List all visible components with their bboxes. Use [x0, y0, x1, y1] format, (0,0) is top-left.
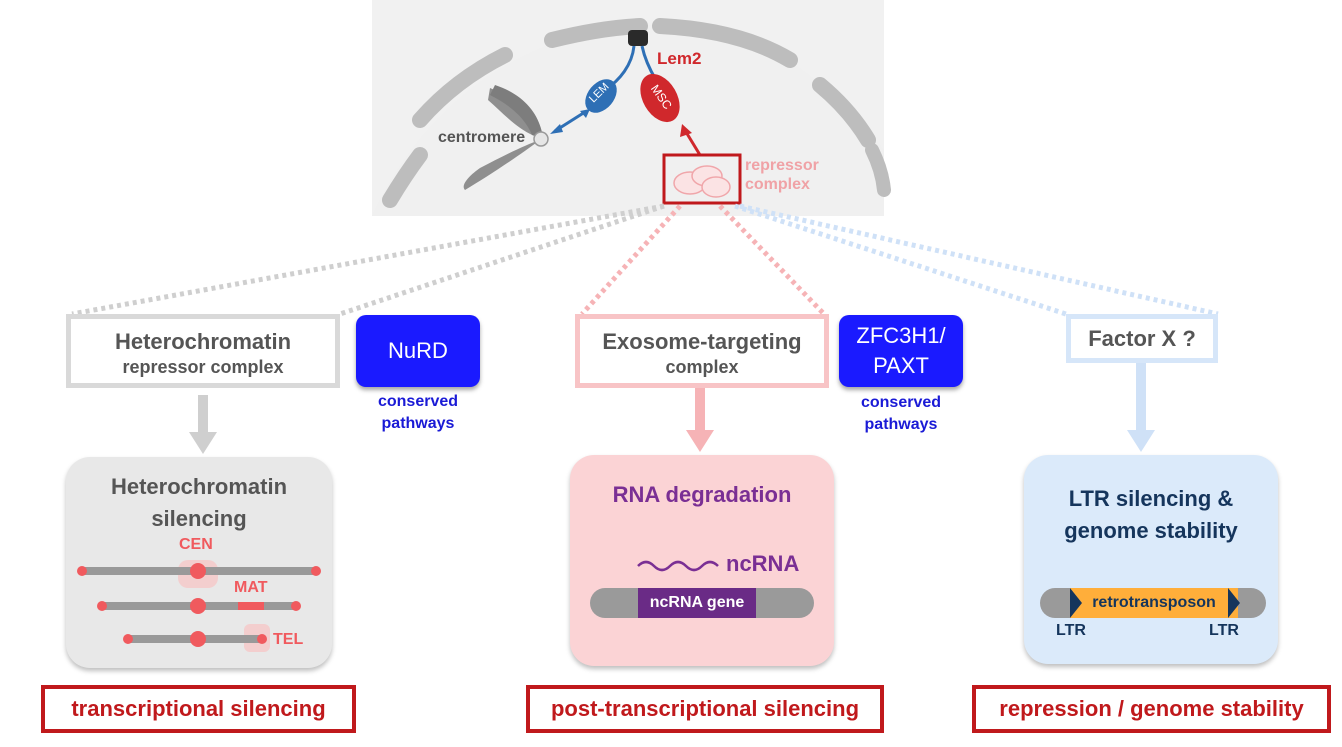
etc-line-1: Exosome-targeting: [602, 329, 802, 354]
post-transcriptional-silencing-box: post-transcriptional silencing: [526, 685, 884, 733]
repressor-complex-label: repressor complex: [745, 156, 819, 194]
centromere-label: centromere: [438, 129, 526, 146]
hs-title-1: Heterochromatin: [110, 474, 288, 499]
hs-title-2: silencing: [151, 506, 247, 531]
ncrna-label: ncRNA: [726, 551, 800, 576]
heterochromatin-repressor-box: Heterochromatin repressor complex: [66, 314, 340, 388]
exosome-targeting-box: Exosome-targeting complex: [575, 314, 829, 388]
cen-label: CEN: [179, 536, 213, 553]
zfc3h1-paxt-box: ZFC3H1/ PAXT: [839, 315, 963, 387]
etc-line-2: complex: [665, 357, 739, 377]
mat-label: MAT: [234, 579, 268, 596]
hrc-line-1: Heterochromatin: [114, 329, 292, 354]
ncrna-gene-label: ncRNA gene: [649, 594, 745, 611]
paxt-line: PAXT: [873, 353, 929, 378]
retrotransposon-illustration: [1040, 588, 1266, 618]
zfc3h1-line: ZFC3H1/: [856, 323, 946, 348]
ltr-title-1: LTR silencing &: [1068, 486, 1234, 511]
connector-lines: [71, 203, 1219, 317]
repressor-line-1: repressor: [745, 157, 819, 174]
ltr-title-2: genome stability: [1064, 518, 1238, 543]
down-arrows: [189, 361, 1155, 454]
rna-degradation-panel: RNA degradation: [570, 455, 834, 666]
repression-genome-stability-box: repression / genome stability: [972, 685, 1331, 733]
left-conserved-line-1: conserved: [377, 393, 459, 410]
left-conserved-line-2: pathways: [381, 415, 455, 432]
left-conserved-pathways: conserved pathways: [356, 391, 480, 435]
lem2-label: Lem2: [657, 49, 702, 68]
rna-degradation-title: RNA degradation: [612, 482, 792, 507]
retrotransposon-label: retrotransposon: [1092, 594, 1216, 611]
chromosome-tracks: [77, 560, 321, 652]
ltr-right-label: LTR: [1209, 622, 1239, 639]
factor-x-box: Factor X ?: [1066, 314, 1218, 363]
nurd-box: NuRD: [356, 315, 480, 387]
tel-label: TEL: [273, 631, 304, 648]
transcriptional-silencing-box: transcriptional silencing: [41, 685, 356, 733]
nucleus-illustration: [372, 0, 891, 216]
ltr-left-label: LTR: [1056, 622, 1086, 639]
repressor-line-2: complex: [745, 176, 810, 193]
ncrna-illustration: [590, 560, 814, 618]
middle-conserved-line-1: conserved: [860, 394, 942, 411]
hrc-line-2: repressor complex: [122, 357, 284, 377]
middle-conserved-pathways: conserved pathways: [839, 392, 963, 436]
middle-conserved-line-2: pathways: [864, 416, 938, 433]
ltr-silencing-panel: LTR silencing & genome stability: [1024, 455, 1278, 664]
